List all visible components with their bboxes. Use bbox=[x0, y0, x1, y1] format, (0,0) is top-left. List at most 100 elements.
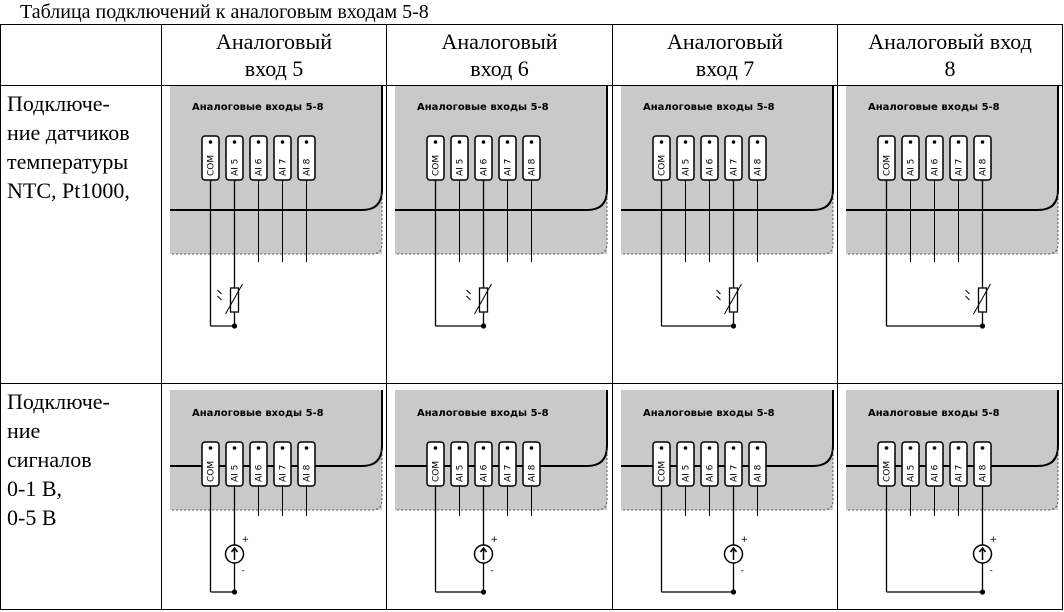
terminal-dot bbox=[280, 140, 285, 144]
terminal-dot bbox=[280, 446, 285, 450]
terminal-label: AI 5 bbox=[231, 465, 241, 482]
terminal-dot bbox=[208, 140, 213, 144]
terminal-dot bbox=[731, 446, 736, 450]
thermistor-slash bbox=[225, 283, 243, 315]
thermistor-icon bbox=[965, 283, 991, 315]
terminal-label: AI 8 bbox=[528, 464, 538, 482]
terminal-label: AI 6 bbox=[931, 158, 941, 176]
plus-sign: + bbox=[741, 535, 749, 545]
minus-sign: - bbox=[741, 566, 744, 576]
panel-edge bbox=[395, 86, 608, 211]
terminal-dot bbox=[304, 446, 309, 450]
terminal-ai5: AI 5 bbox=[676, 441, 695, 516]
thermistor-slash bbox=[474, 283, 492, 315]
terminal-label: AI 7 bbox=[279, 465, 289, 482]
terminal-ai5: AI 5 bbox=[901, 441, 920, 516]
terminal-ai7: AI 7 bbox=[949, 441, 968, 516]
column-header-line1: Аналоговый bbox=[666, 29, 783, 54]
thermistor-slash bbox=[973, 283, 991, 315]
terminal-ai5: AI 5 bbox=[450, 135, 469, 262]
terminal-dot bbox=[433, 140, 438, 144]
terminal-dot bbox=[755, 140, 760, 144]
terminal-label: AI 8 bbox=[754, 158, 764, 176]
row-label-line: ние bbox=[7, 418, 41, 443]
plus-sign: + bbox=[242, 535, 250, 545]
terminal-ai7: AI 7 bbox=[273, 441, 292, 516]
terminal-ai6: AI 6 bbox=[700, 135, 719, 262]
terminal-ai7: AI 7 bbox=[498, 135, 517, 262]
panel-title: Аналоговые входы 5-8 bbox=[868, 408, 1000, 419]
terminal-label: AI 7 bbox=[730, 465, 740, 482]
terminal-label: COM bbox=[658, 461, 668, 482]
thermistor-body bbox=[229, 287, 240, 313]
terminal-label: AI 8 bbox=[303, 464, 313, 482]
column-header-line1: Аналоговый bbox=[441, 29, 558, 54]
terminal-dot bbox=[908, 446, 913, 450]
terminal-dot bbox=[505, 446, 510, 450]
junction-dot bbox=[979, 589, 986, 595]
table-caption: Таблица подключений к аналоговым входам … bbox=[20, 1, 429, 23]
terminal-dot bbox=[505, 140, 510, 144]
terminal-dot bbox=[932, 446, 937, 450]
terminal-label: AI 5 bbox=[907, 159, 917, 176]
terminal-dot bbox=[755, 446, 760, 450]
source-arrow bbox=[230, 546, 239, 560]
voltage-source-icon: +- bbox=[224, 535, 250, 576]
row-label-line: 0-5 В bbox=[7, 505, 57, 530]
terminal-ai8: AI 8 bbox=[297, 135, 316, 262]
terminal-dot bbox=[932, 140, 937, 144]
row-temperature-sensors: Подключе- ние датчиков температуры NTC, … bbox=[0, 85, 1063, 384]
terminal-ai6: AI 6 bbox=[249, 135, 268, 262]
junction-dot bbox=[730, 323, 737, 329]
panel-title: Аналоговые входы 5-8 bbox=[417, 102, 549, 113]
terminal-label: AI 7 bbox=[955, 465, 965, 482]
row-label-line: Подключе- bbox=[7, 389, 110, 414]
terminal-dot bbox=[884, 140, 889, 144]
terminal-label: AI 6 bbox=[480, 158, 490, 176]
terminal-label: AI 6 bbox=[255, 464, 265, 482]
temperature-arrows bbox=[217, 289, 222, 301]
thermistor-icon bbox=[716, 283, 742, 315]
thermistor-body bbox=[977, 287, 988, 313]
row-label-line: Подключе- bbox=[7, 91, 110, 116]
panel-title: Аналоговые входы 5-8 bbox=[643, 408, 775, 419]
panel-title: Аналоговые входы 5-8 bbox=[417, 408, 549, 419]
row-voltage-signals: Подключе- ние сигналов 0-1 В, 0-5 В Анал… bbox=[0, 383, 1063, 610]
temperature-arrows bbox=[965, 289, 970, 301]
terminal-dot bbox=[232, 140, 237, 144]
terminal-label: AI 6 bbox=[706, 158, 716, 176]
panel-title: Аналоговые входы 5-8 bbox=[192, 102, 324, 113]
column-header-line2: вход 5 bbox=[244, 56, 304, 81]
terminal-label: AI 7 bbox=[504, 465, 514, 482]
temperature-arrows bbox=[466, 289, 471, 301]
terminal-label: AI 5 bbox=[231, 159, 241, 176]
terminal-dot bbox=[457, 446, 462, 450]
terminal-label: AI 7 bbox=[504, 159, 514, 176]
terminal-ai8: AI 8 bbox=[297, 441, 316, 516]
terminal-dot bbox=[457, 140, 462, 144]
thermistor-body bbox=[478, 287, 489, 313]
junction-dot bbox=[730, 589, 737, 595]
terminal-label: AI 7 bbox=[955, 159, 965, 176]
column-header-line2: вход 6 bbox=[470, 56, 529, 81]
terminal-ai5: AI 5 bbox=[450, 441, 469, 516]
terminal-label: AI 5 bbox=[682, 465, 692, 482]
terminal-dot bbox=[232, 446, 237, 450]
voltage-source-icon: +- bbox=[723, 535, 749, 576]
plus-sign: + bbox=[491, 535, 499, 545]
panel-edge bbox=[395, 390, 608, 467]
row-label-voltage: Подключе- ние сигналов 0-1 В, 0-5 В bbox=[0, 383, 162, 610]
row-label-line: ние датчиков bbox=[7, 120, 130, 145]
terminal-dot bbox=[884, 446, 889, 450]
terminal-dot bbox=[980, 446, 985, 450]
panel-title: Аналоговые входы 5-8 bbox=[192, 408, 324, 419]
